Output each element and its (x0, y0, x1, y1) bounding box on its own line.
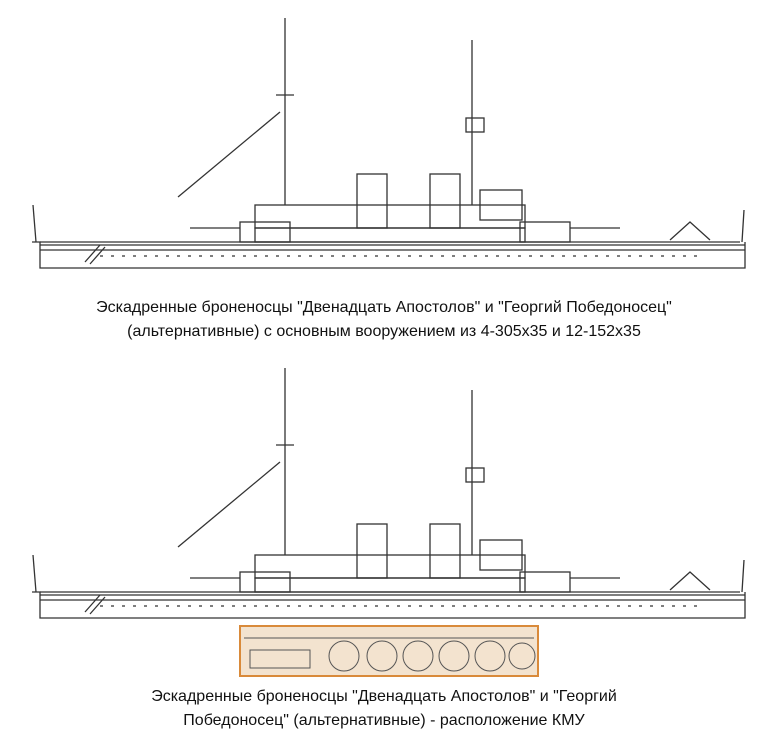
machinery-layout-inset (239, 625, 539, 677)
caption-top-line2: (альтернативные) с основным вооружением … (127, 323, 641, 340)
caption-bottom-line2: Победоносец" (альтернативные) - располож… (183, 712, 585, 729)
ship-drawing-top (0, 0, 768, 290)
battleship-profile-bottom (32, 368, 746, 677)
ship-drawing-bottom (0, 360, 768, 680)
caption-top: Эскадренные броненосцы "Двенадцать Апост… (0, 296, 768, 344)
battleship-profile-top (32, 18, 746, 269)
caption-bottom: Эскадренные броненосцы "Двенадцать Апост… (0, 685, 768, 733)
caption-bottom-line1: Эскадренные броненосцы "Двенадцать Апост… (151, 688, 617, 705)
caption-top-line1: Эскадренные броненосцы "Двенадцать Апост… (96, 299, 672, 316)
